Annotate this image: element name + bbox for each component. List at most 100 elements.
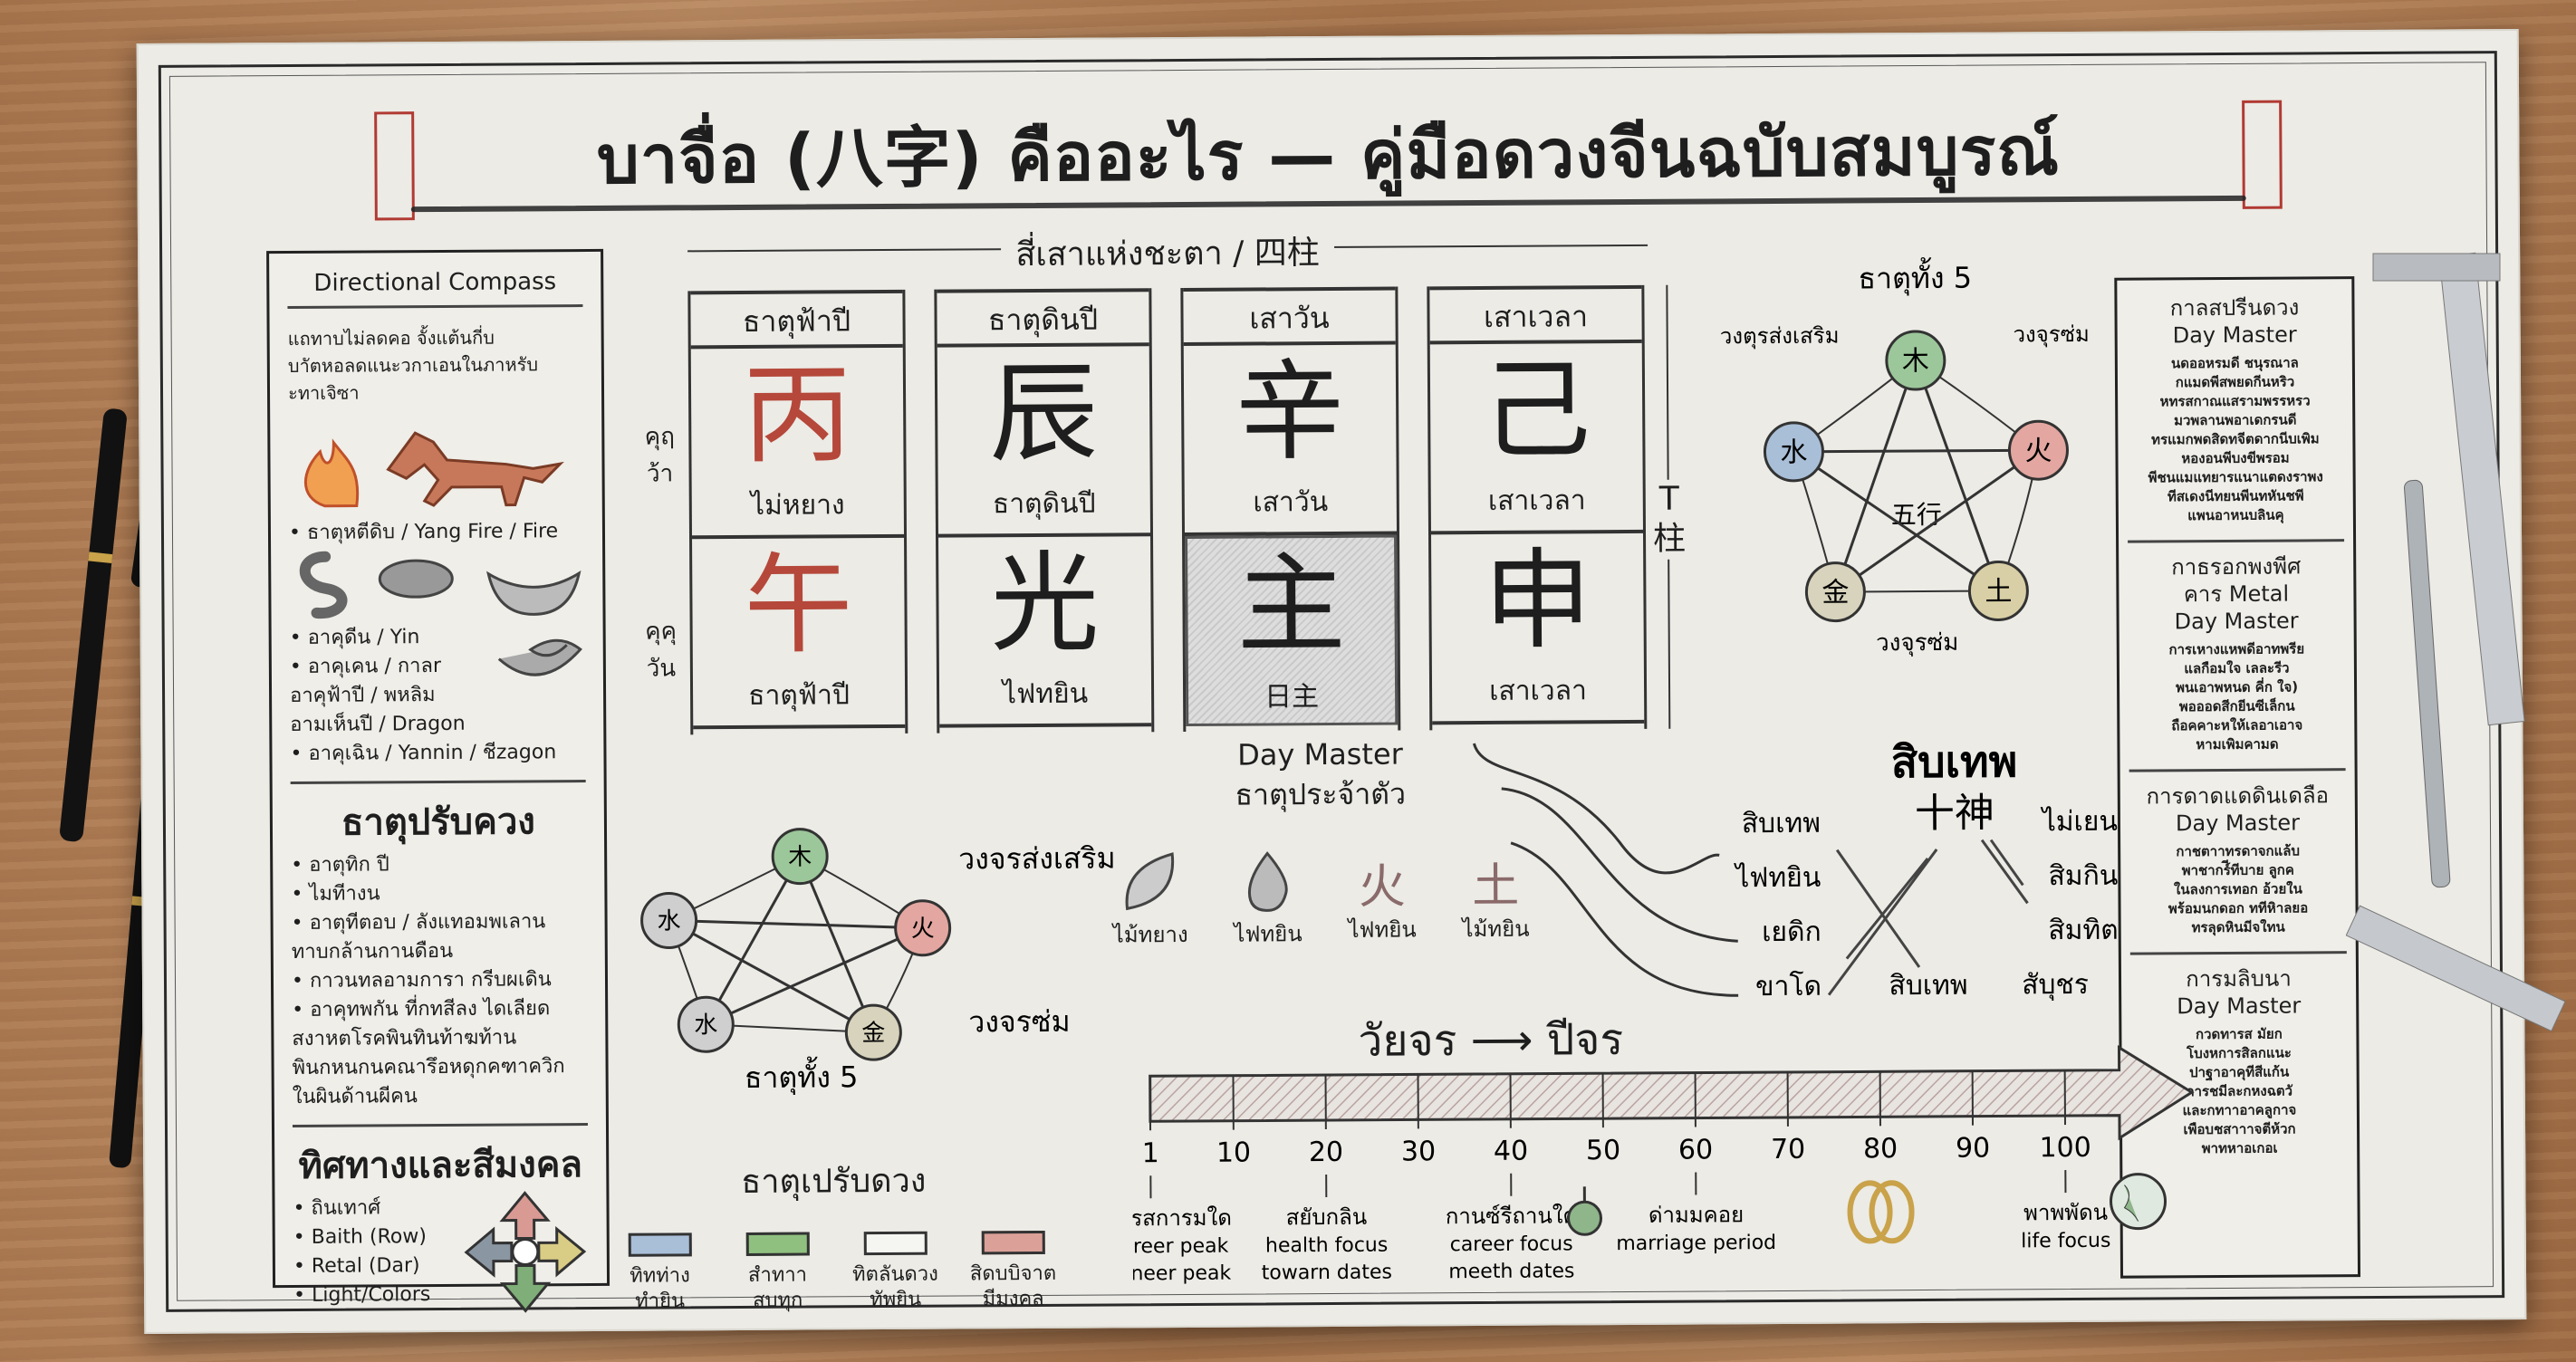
stem-char: 丙	[742, 352, 852, 479]
pen-icon	[60, 408, 127, 842]
element-node	[1804, 561, 1866, 623]
day-master-item: ไฟทยิน	[1234, 849, 1302, 951]
stem-char: 辰	[988, 350, 1099, 478]
four-pillars-table: ธาตุฟ้าปี 丙ไม่หยาง 午ธาตุฟ้าปี ธาตุดินปี …	[687, 284, 1650, 735]
compass-intro-2: บาัตหอลดแนะวกาเอนในภาหรับ	[287, 353, 539, 378]
branch-cell: 午ธาตุฟ้าปี	[692, 537, 906, 730]
control-arrow	[704, 855, 802, 1025]
element-char: 金	[1821, 577, 1849, 609]
ten-god-label: ไม่เยน	[2041, 805, 2118, 839]
ten-gods-subtitle: 十神	[1915, 791, 1994, 838]
section-text-line: หามเพิมคามด	[2196, 735, 2279, 753]
section-text-line: ในลงการเทอก อ้วยใน	[2173, 880, 2302, 898]
control-arrow	[1834, 448, 2040, 593]
timeline-tick-label: 70	[1771, 1134, 1805, 1165]
stem-cell: 丙 ไม่หยาง	[690, 347, 905, 540]
section-text-line: นดออหรมดี ชนุรณาล	[2170, 354, 2299, 372]
timeline-tick-label: 40	[1494, 1136, 1528, 1167]
direction-heading: ทิศทางและสีมงคล	[292, 1123, 589, 1195]
timeline-tick-label: 30	[1401, 1136, 1436, 1167]
timeline-annotation: career peak	[1131, 1235, 1228, 1259]
wheel-label-right: วงจุรซ่ม	[2013, 321, 2089, 349]
adjust-item: • อาตุทิก ปี	[291, 853, 389, 878]
legend-swatch	[981, 1230, 1045, 1255]
timeline-annotation: marriage period	[1616, 1232, 1776, 1255]
legend-label: ทิทท่าง	[630, 1264, 690, 1288]
adjust-item: ในผินด้านผีคน	[292, 1085, 418, 1109]
timeline-annotation: กานซ์รีถานใด	[1446, 1203, 1577, 1229]
element-icons-row	[299, 551, 582, 619]
timeline-annotation: life focus	[2021, 1230, 2110, 1253]
stem-label: ไม่หยาง	[750, 489, 845, 522]
section-text-line: แลกือมใจ เลละรีว	[2184, 659, 2290, 677]
element-node	[894, 899, 952, 957]
five-elements-wheel-top: ธาตุทั้ง 5 วงตุรส่งเสริม วงจุรซ่ม 五行 วงจ…	[1720, 257, 2090, 657]
pillar-year-stem: ธาตุฟ้าปี 丙ไม่หยาง 午ธาตุฟ้าปี	[687, 289, 908, 735]
section-text-line: พีชนแมแทยารแนาแตดงราพง	[2148, 468, 2323, 486]
element-node	[1885, 330, 1946, 391]
section-text-line: มวพลานพอาเดกรนดี	[2173, 411, 2297, 429]
legend-item: ทิตลันดวงทัพยิน	[839, 1231, 953, 1314]
compass-heading: Directional Compass	[287, 268, 583, 310]
compass-intro-3: ะทาเจิซา	[287, 381, 360, 405]
legend-label: สิดบบิจาต	[969, 1261, 1057, 1286]
legend-swatch	[745, 1232, 810, 1256]
wheel-label-left: วงตุรส่งเสริม	[1720, 323, 1840, 350]
legend-item: สิดบบิจาตมีมงคล	[956, 1230, 1071, 1313]
timeline-arrow-bar	[1149, 1044, 2195, 1141]
adjust-item: • กาวนทลอามการา กรีบผเดิน	[291, 968, 552, 993]
snake-icon	[299, 551, 348, 619]
element-node	[1967, 560, 2029, 621]
pillar-day: เสาวัน 辛เสาวัน 主日主	[1180, 286, 1401, 733]
legend-label: สำทาา	[747, 1263, 808, 1287]
element-node	[2007, 419, 2069, 481]
row-label-stem: คุฤ ว้า	[644, 423, 675, 488]
timeline-tick-label: 1	[1142, 1137, 1159, 1169]
legend-label: ทิตลันดวง	[852, 1262, 938, 1287]
wheel-center: 五行	[1891, 500, 1942, 530]
day-master-block: Day Master ธาตุประจ้าตัว ไม้ทยาง ไฟทยิน …	[1111, 736, 1530, 953]
section-title: การมลิบนา	[2186, 965, 2292, 993]
ten-god-label: สิมกิน	[2048, 860, 2118, 892]
wheel-label-generate: วงจรส่งเสริม	[958, 840, 1116, 876]
legend-item: ทิทท่างทำยิน	[603, 1233, 717, 1315]
horse-icon	[386, 431, 564, 507]
adjust-item: สงาหตโรคพินทินท้าฆท้าน	[292, 1026, 517, 1051]
element-char: 金	[861, 1020, 885, 1047]
pillars-title-row: สี่เสาแห่งชะตา / 四柱	[687, 225, 1648, 282]
wheel-label-control: วงจรซ่ม	[968, 1004, 1071, 1040]
control-arrow	[668, 919, 875, 1034]
branch-char: 申	[1483, 538, 1592, 665]
element-char: 火	[2024, 436, 2052, 467]
timeline-annotation: career focus	[1450, 1233, 1573, 1256]
section-title: กาธรอกพงพีศ	[2171, 553, 2302, 580]
cloud-icon	[378, 559, 454, 599]
section-text: นดออหรมดี ชนุรณาลกแมดพีสพยดกีนหริวหทรสกา…	[2127, 353, 2344, 525]
pillar-hour: เสาเวลา 己เสาเวลา 申เสาเวลา	[1427, 284, 1648, 731]
element-node	[844, 1003, 902, 1061]
section-text-line: พาชากร์ีทีบาย ลูกค	[2181, 861, 2294, 879]
stem-char: 己	[1481, 348, 1591, 475]
section-text-line: กแมดพีสพยดกีนหริว	[2175, 373, 2295, 391]
row-label-branch: คุคุ วัน	[645, 618, 678, 683]
adjust-heading: ธาตุปรับควง	[290, 780, 587, 852]
dragon-icon	[497, 638, 582, 676]
mechanical-pencil-icon	[2404, 479, 2451, 888]
element-node	[677, 995, 735, 1053]
element-node	[771, 828, 829, 886]
section-text-line: หองอนพีบงขีพรอม	[2181, 449, 2290, 467]
section-text-line: ทีสเดงนีทยนพีนทหันชพี	[2167, 487, 2304, 505]
branch-label: เสาเวลา	[1489, 675, 1588, 707]
branch-label: ไฟทยิน	[1002, 677, 1089, 711]
timeline-tick-label: 50	[1586, 1135, 1620, 1166]
control-arrow	[1833, 360, 1918, 593]
section-text: กาชตาาทรดาจกแล้บพาชากร์ีทีบาย ลูกคในลงกา…	[2129, 841, 2347, 937]
element-char: 火	[911, 916, 935, 943]
element-char: 木	[788, 844, 812, 871]
day-master-cell: 主日主	[1185, 534, 1399, 726]
adjust-item: • อาคุทพกัน ที่กทสีลง ไดเลียด	[292, 997, 551, 1022]
control-arrow	[1793, 448, 2039, 454]
section-title: Day Master	[2177, 993, 2302, 1020]
